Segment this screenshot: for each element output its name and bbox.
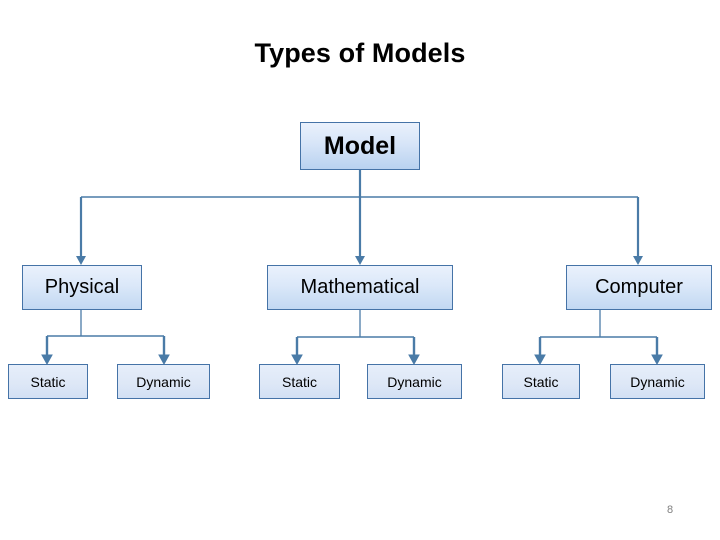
- node-computer-dynamic[interactable]: Dynamic: [610, 364, 705, 399]
- node-mathematical-dynamic-label: Dynamic: [387, 373, 442, 390]
- node-physical-dynamic[interactable]: Dynamic: [117, 364, 210, 399]
- node-computer-static[interactable]: Static: [502, 364, 580, 399]
- connector-arrowheads-level-two: [76, 256, 643, 265]
- node-physical-static-label: Static: [30, 373, 66, 390]
- node-physical-label: Physical: [44, 276, 120, 298]
- node-computer-dynamic-label: Dynamic: [630, 373, 685, 390]
- node-physical-static[interactable]: Static: [8, 364, 88, 399]
- node-mathematical[interactable]: Mathematical: [267, 265, 453, 310]
- node-physical-dynamic-label: Dynamic: [136, 373, 191, 390]
- node-computer-static-label: Static: [523, 373, 559, 390]
- node-mathematical-static-label: Static: [281, 373, 317, 390]
- node-mathematical-label: Mathematical: [300, 276, 420, 298]
- node-computer[interactable]: Computer: [566, 265, 712, 310]
- page-title: Types of Models: [254, 38, 466, 68]
- node-model[interactable]: Model: [300, 122, 420, 170]
- node-computer-label: Computer: [595, 276, 683, 298]
- node-physical[interactable]: Physical: [22, 265, 142, 310]
- node-model-label: Model: [323, 131, 397, 160]
- node-mathematical-static[interactable]: Static: [259, 364, 340, 399]
- page-number: 8: [666, 504, 674, 516]
- node-mathematical-dynamic[interactable]: Dynamic: [367, 364, 462, 399]
